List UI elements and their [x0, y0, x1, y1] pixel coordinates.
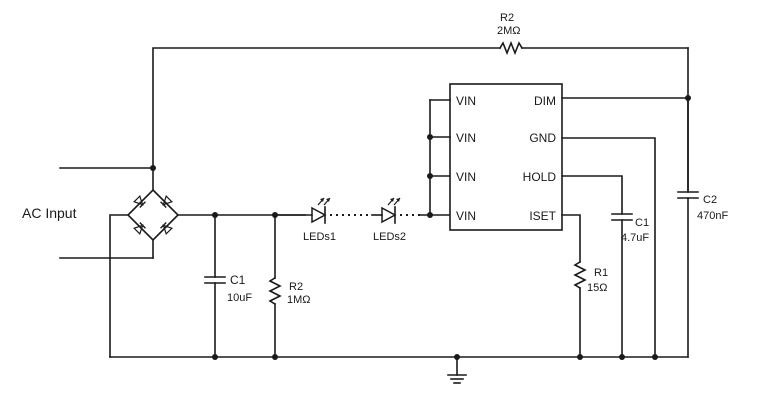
ic-pin-gnd: GND: [529, 131, 556, 145]
junction-c1-left: [212, 212, 218, 218]
junction-ac-top: [150, 165, 156, 171]
c1-right-name: C1: [635, 217, 649, 229]
resistor-r2-left: [268, 214, 282, 358]
gnd-pin-wire: [561, 137, 656, 358]
ic-pin-vin-1: VIN: [456, 94, 476, 108]
ic-pin-hold: HOLD: [523, 170, 557, 184]
resistor-r2-top: [498, 40, 524, 56]
ic-pin-iset: ISET: [529, 209, 556, 223]
ic-pin-vin-2: VIN: [456, 131, 476, 145]
junction-vin-2: [427, 134, 433, 140]
r2-top-name: R2: [500, 12, 514, 24]
c2-name: C2: [703, 194, 717, 206]
bridge-rectifier: [126, 188, 180, 242]
junction-vin-4: [427, 212, 433, 218]
ac-input-label: AC Input: [22, 205, 77, 221]
led-1: [274, 197, 372, 224]
c1-left-value: 10uF: [227, 292, 252, 304]
led1-label: LEDs1: [303, 231, 336, 243]
ic-pin-vin-4: VIN: [456, 209, 476, 223]
top-wire: [152, 47, 689, 191]
ic-pin-vin-3: VIN: [456, 170, 476, 184]
vin-tie-wires: [429, 99, 451, 216]
r2-left-value: 1MΩ: [287, 294, 311, 306]
led-2: [371, 197, 451, 224]
r1-value: 15Ω: [587, 282, 607, 294]
ic-body: [449, 83, 563, 231]
ground-symbol: [447, 356, 467, 384]
capacitor-c2: [677, 97, 699, 358]
led2-label: LEDs2: [373, 231, 406, 243]
capacitor-c1-right: [561, 175, 633, 358]
r2-top-value: 2MΩ: [497, 25, 521, 37]
ic-pin-dim: DIM: [534, 94, 556, 108]
c1-left-name: C1: [230, 273, 246, 287]
r1-name: R1: [594, 267, 608, 279]
c1-right-value: 4.7uF: [621, 232, 649, 244]
c2-value: 470nF: [697, 210, 728, 222]
capacitor-c1-left: [204, 214, 226, 358]
ac-input-leads: [59, 167, 154, 259]
junction-vin-3: [427, 173, 433, 179]
resistor-r1: [561, 214, 587, 358]
r2-left-name: R2: [289, 281, 303, 293]
